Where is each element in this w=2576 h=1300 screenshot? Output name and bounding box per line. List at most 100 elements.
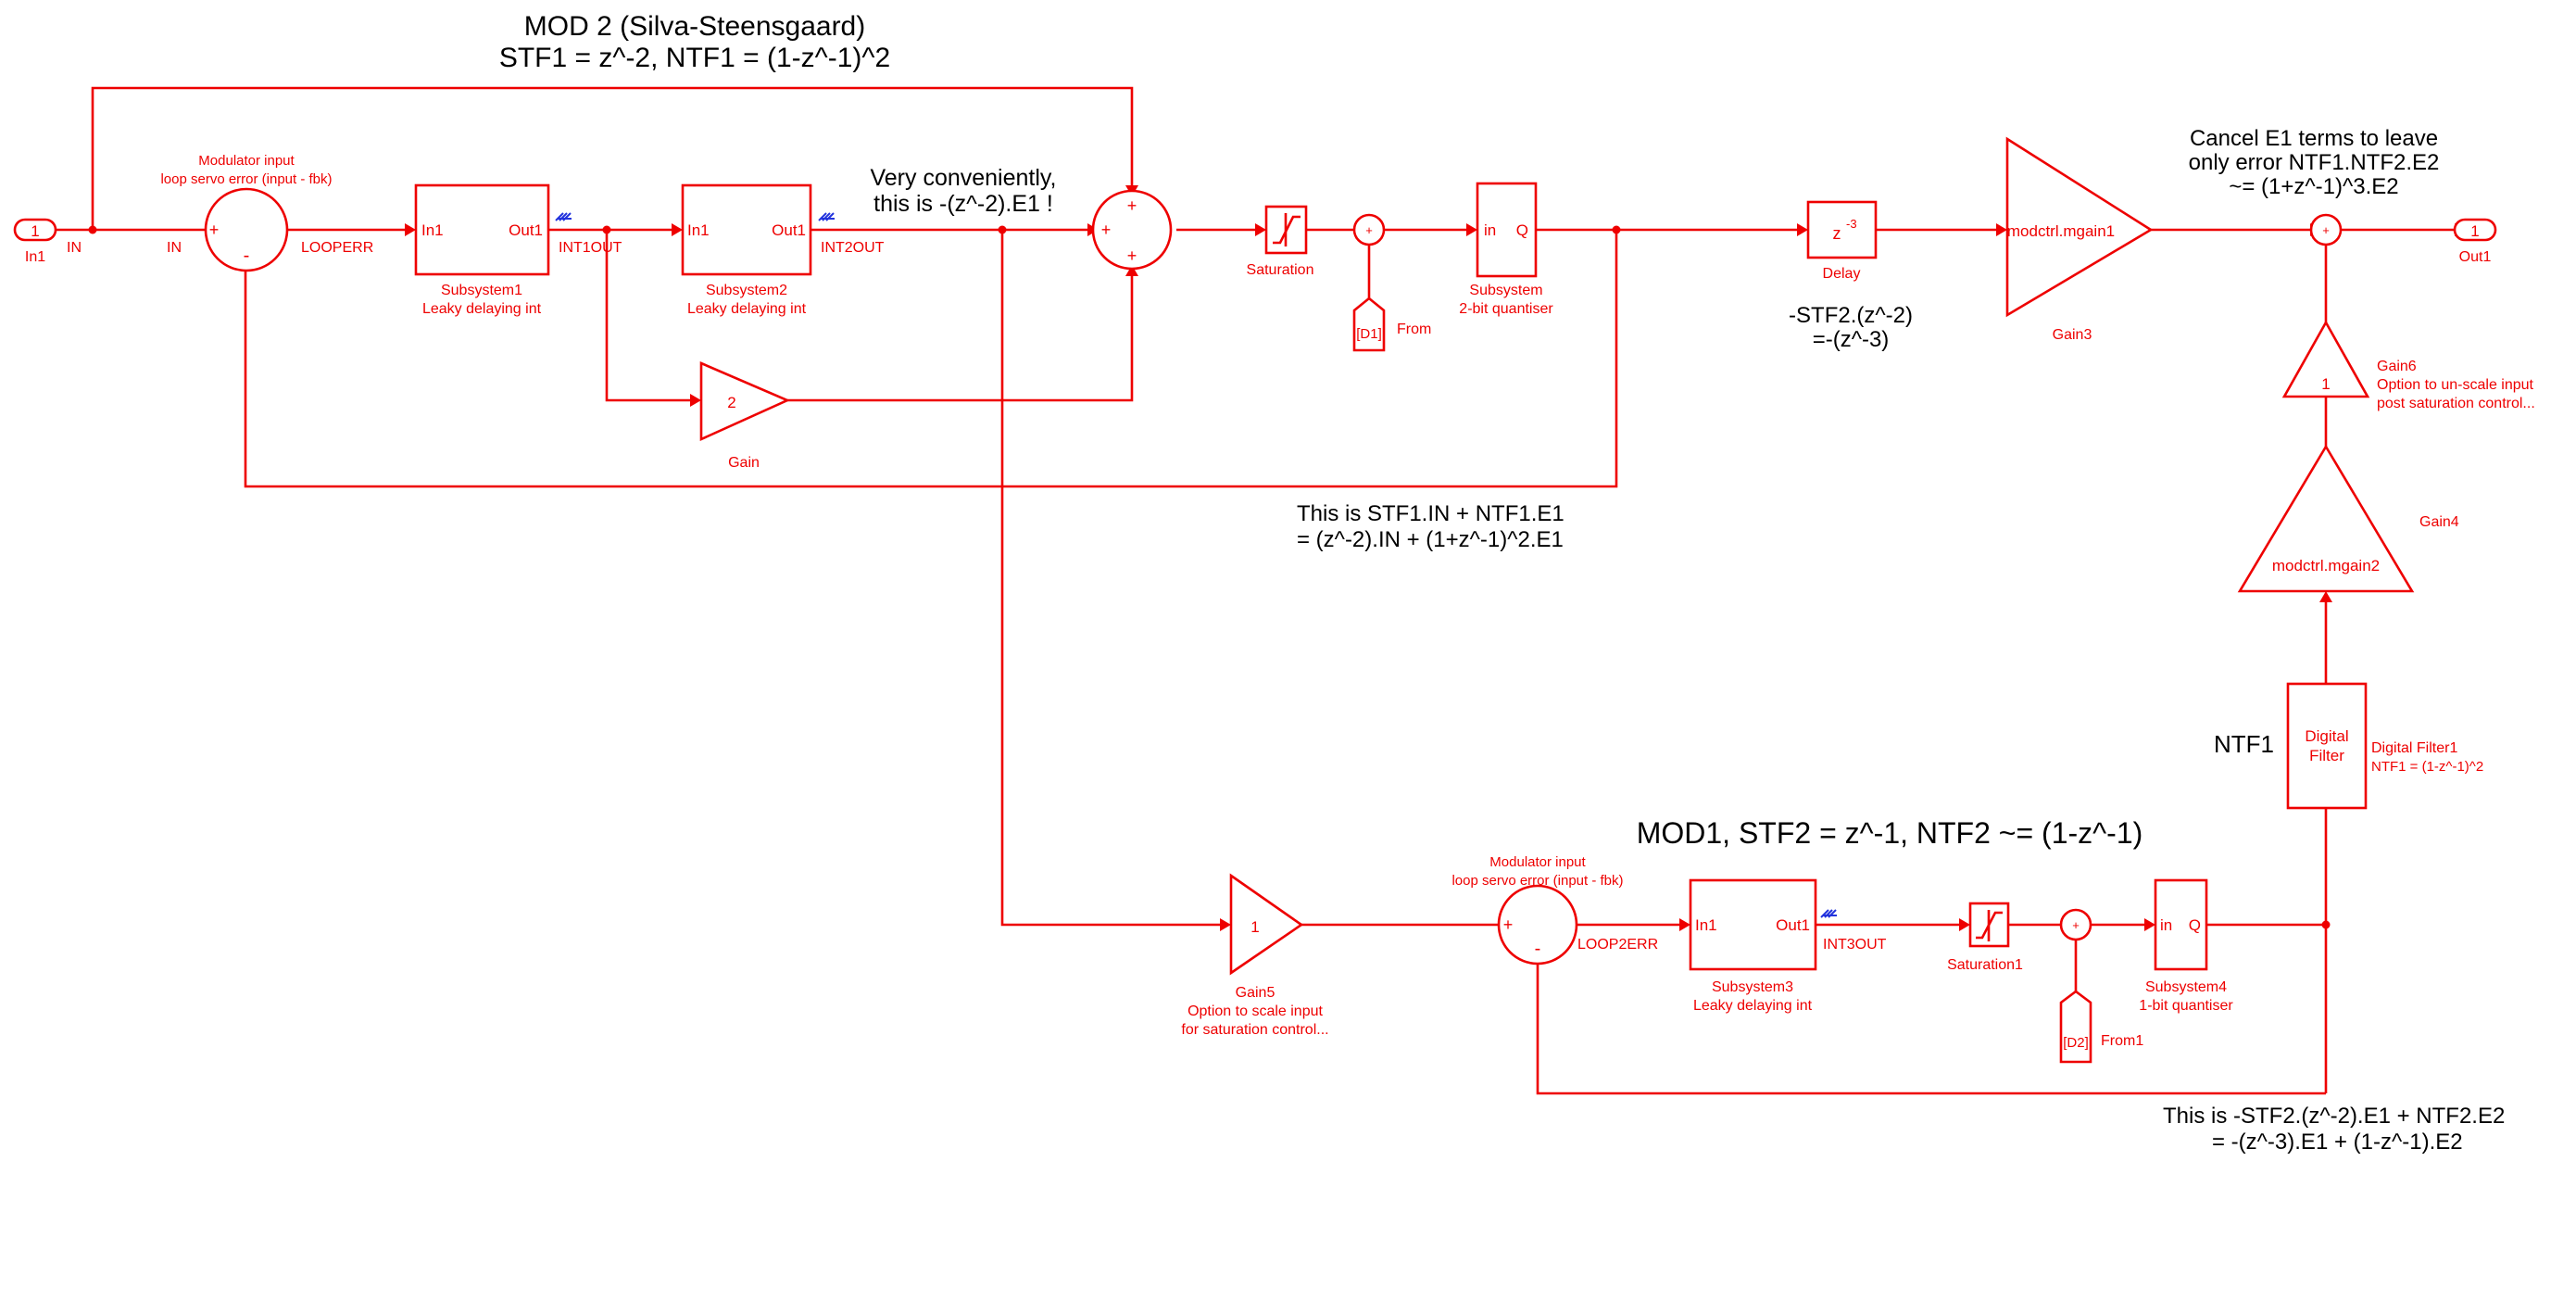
subsystem2-block[interactable]: In1 Out1: [681, 183, 812, 276]
wire-feedback-mod1[interactable]: [1536, 964, 2326, 1095]
gain-block[interactable]: 2: [699, 361, 791, 442]
signal-int1out: INT1OUT: [559, 240, 622, 256]
gain6-desc-line1: Option to un-scale input: [2377, 377, 2534, 393]
svg-text:1: 1: [1250, 918, 1259, 936]
cancel-note-line2: only error NTF1.NTF2.E2: [2189, 150, 2440, 175]
svg-text:in: in: [2160, 916, 2172, 934]
svg-text:2: 2: [727, 394, 735, 411]
saturation1-name: Saturation1: [1947, 957, 2023, 973]
svg-text:[D2]: [D2]: [2063, 1035, 2089, 1051]
subsystem1-block[interactable]: In1 Out1: [414, 183, 550, 276]
outport-out1[interactable]: 1 Out1: [2453, 218, 2497, 265]
gain6-block[interactable]: 1: [2281, 320, 2370, 398]
sum-block-modulator-input[interactable]: + -: [204, 187, 289, 272]
sum-block-dither2[interactable]: +: [2059, 908, 2092, 941]
junction-dots: [88, 225, 2331, 929]
saturation-name: Saturation: [1247, 262, 1314, 278]
ntf1-label: NTF1: [2214, 730, 2274, 758]
svg-text:Out1: Out1: [1776, 916, 1810, 934]
svg-text:in: in: [1484, 221, 1496, 239]
saturation1-block[interactable]: [1968, 902, 2010, 948]
gain4-block[interactable]: modctrl.mgain2: [2237, 444, 2415, 593]
svg-text:+: +: [209, 221, 220, 239]
stf1-note-line2: = (z^-2).IN + (1+z^-1)^2.E1: [1297, 527, 1564, 552]
mod1-note-line2: = -(z^-3).E1 + (1-z^-1).E2: [2212, 1130, 2463, 1155]
delay-name: Delay: [1823, 266, 1861, 282]
svg-text:-3: -3: [1846, 217, 1857, 231]
subsystem3-block[interactable]: In1 Out1: [1689, 878, 1817, 971]
quantiser-1bit-block[interactable]: in Q: [2154, 878, 2208, 971]
outport-label: Out1: [2459, 249, 2492, 265]
quantiser4-desc: 1-bit quantiser: [2139, 998, 2233, 1014]
gain3-block[interactable]: modctrl.mgain1: [2005, 136, 2154, 318]
svg-text:-: -: [1535, 939, 1541, 959]
subsystem2-desc: Leaky delaying int: [687, 301, 807, 317]
stf2-note-line1: -STF2.(z^-2): [1789, 303, 1913, 328]
cancel-note-line3: ~= (1+z^-1)^3.E2: [2229, 174, 2398, 199]
svg-text:+: +: [2322, 223, 2330, 237]
signal-in-a: IN: [67, 240, 82, 256]
svg-text:Out1: Out1: [509, 221, 543, 239]
svg-text:In1: In1: [421, 221, 444, 239]
svg-text:Digital: Digital: [2305, 727, 2348, 745]
cancel-note-line1: Cancel E1 terms to leave: [2190, 126, 2438, 151]
signal-labels: IN IN LOOPERR INT1OUT INT2OUT LOOP2ERR I…: [67, 240, 1887, 953]
subsystem2-name: Subsystem2: [706, 283, 787, 298]
svg-text:Filter: Filter: [2309, 747, 2344, 764]
mod1-title: MOD1, STF2 = z^-1, NTF2 ~= (1-z^-1): [1637, 816, 2143, 850]
signal-looperr: LOOPERR: [301, 240, 373, 256]
filter-name: Digital Filter1: [2371, 740, 2457, 756]
stf1-note-line1: This is STF1.IN + NTF1.E1: [1297, 501, 1564, 526]
svg-text:In1: In1: [687, 221, 710, 239]
quantiser-name: Subsystem: [1469, 283, 1542, 298]
sum2-caption-line2: loop servo error (input - fbk): [1451, 873, 1623, 889]
svg-text:In1: In1: [1695, 916, 1717, 934]
convenient-note-line2: this is -(z^-2).E1 !: [873, 191, 1053, 217]
svg-text:+: +: [1101, 221, 1112, 239]
sum-block-modulator-input-2[interactable]: + -: [1497, 884, 1578, 966]
mod2-transfer-functions: STF1 = z^-2, NTF1 = (1-z^-1)^2: [499, 43, 890, 73]
quantiser-desc: 2-bit quantiser: [1459, 301, 1553, 317]
delay-block[interactable]: z -3: [1806, 200, 1878, 259]
svg-text:+: +: [1127, 196, 1137, 215]
gain4-name: Gain4: [2419, 514, 2459, 530]
gain3-name: Gain3: [2053, 327, 2092, 343]
quantiser4-name: Subsystem4: [2145, 979, 2227, 995]
from-block-d1[interactable]: [D1]: [1352, 297, 1386, 352]
signal-int3out: INT3OUT: [1823, 937, 1887, 953]
svg-text:+: +: [2072, 918, 2080, 932]
gain-name: Gain: [728, 455, 760, 471]
sum2-caption-line1: Modulator input: [1489, 854, 1586, 870]
inport-number: 1: [31, 222, 39, 240]
from-block-d2[interactable]: [D2]: [2059, 990, 2092, 1064]
gain5-block[interactable]: 1: [1229, 873, 1304, 976]
signal-loop2err: LOOP2ERR: [1577, 937, 1658, 953]
wire-feedforward-top[interactable]: [91, 86, 1134, 230]
signal-int2out: INT2OUT: [821, 240, 885, 256]
signal-wires: [56, 86, 2455, 1095]
sum-block-final[interactable]: +: [2309, 213, 2343, 246]
saturation-block[interactable]: [1264, 205, 1308, 255]
wire-feedback-mod2[interactable]: [244, 230, 1618, 488]
wire-int1out-to-gain[interactable]: [605, 230, 690, 402]
svg-text:+: +: [1503, 915, 1514, 934]
convenient-note-line1: Very conveniently,: [870, 165, 1056, 191]
wire-gain-to-sum[interactable]: [787, 276, 1134, 402]
outport-number: 1: [2470, 222, 2479, 240]
quantiser-2bit-block[interactable]: in Q: [1476, 182, 1538, 278]
sum-block-dither1[interactable]: +: [1352, 213, 1386, 246]
svg-text:+: +: [1127, 246, 1137, 265]
svg-text:1: 1: [2321, 375, 2330, 393]
digital-filter-block[interactable]: Digital Filter: [2286, 682, 2368, 810]
mod2-title: MOD 2 (Silva-Steensgaard): [524, 11, 865, 42]
subsystem1-desc: Leaky delaying int: [422, 301, 542, 317]
svg-text:z: z: [1833, 224, 1841, 243]
gain5-desc-line2: for saturation control...: [1181, 1022, 1328, 1038]
wire-int2out-to-gain5[interactable]: [1000, 230, 1220, 927]
sum-block-main[interactable]: + + +: [1091, 189, 1173, 271]
inport-in1[interactable]: 1 In1: [13, 218, 57, 265]
svg-text:+: +: [1365, 223, 1373, 237]
svg-text:-: -: [244, 246, 250, 266]
